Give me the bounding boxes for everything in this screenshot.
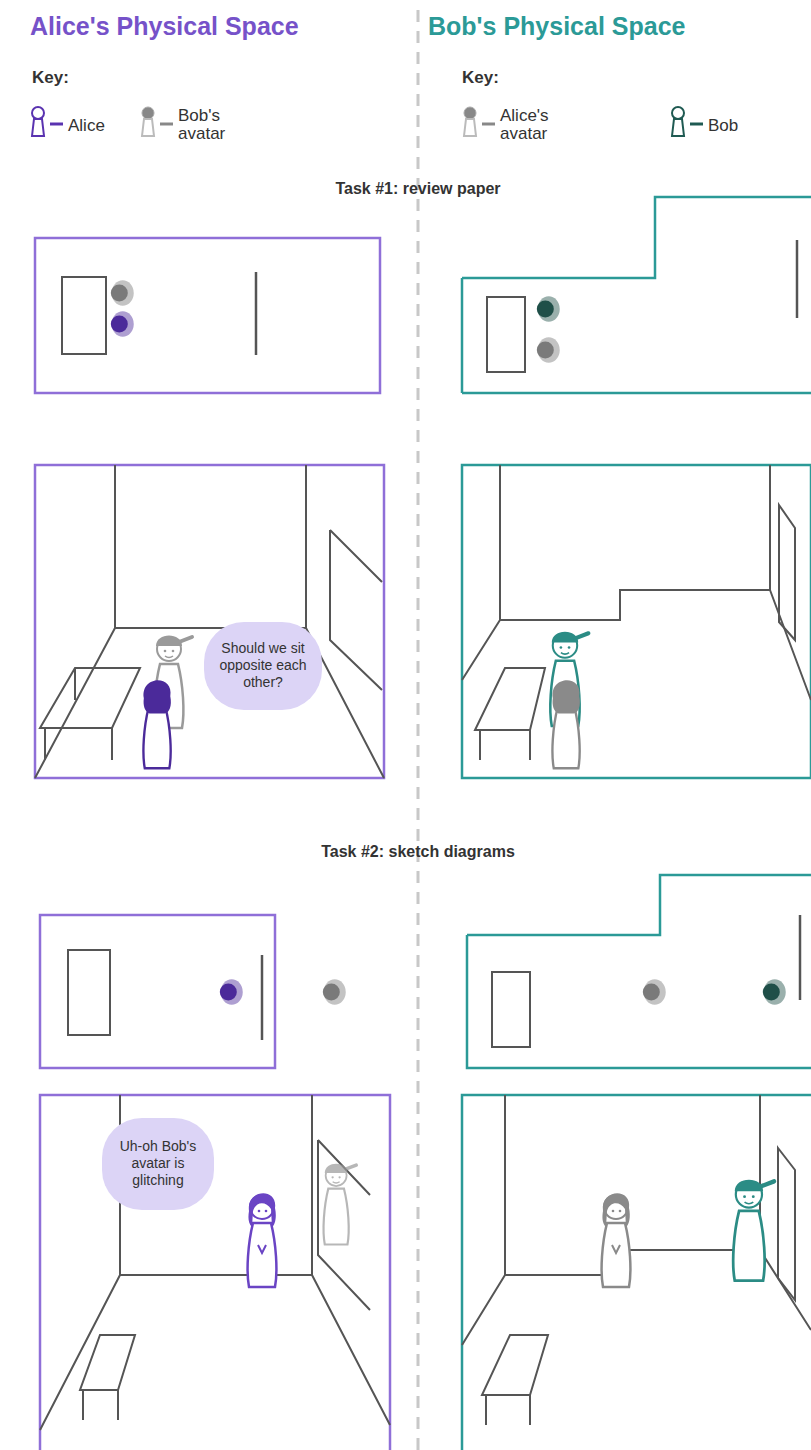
space-heading: Bob's Physical Space (428, 12, 685, 41)
speech-bubble: Uh-oh Bob's avatar is glitching (102, 1118, 214, 1210)
speech-bubble: Should we sit opposite each other? (204, 622, 322, 710)
bubble-text: Uh-oh Bob's avatar is glitching (112, 1138, 204, 1188)
task-heading: Task #2: sketch diagrams (321, 843, 515, 861)
space-heading: Alice's Physical Space (30, 12, 299, 41)
legend-text: Alice (68, 117, 138, 135)
legend-text: Alice's avatar (500, 107, 580, 143)
legend-text: Bob's avatar (178, 107, 252, 143)
bubble-text: Should we sit opposite each other? (214, 640, 312, 690)
task-heading: Task #1: review paper (335, 180, 500, 198)
key-heading: Key: (32, 68, 69, 88)
legend-text: Bob (708, 117, 768, 135)
key-heading: Key: (462, 68, 499, 88)
